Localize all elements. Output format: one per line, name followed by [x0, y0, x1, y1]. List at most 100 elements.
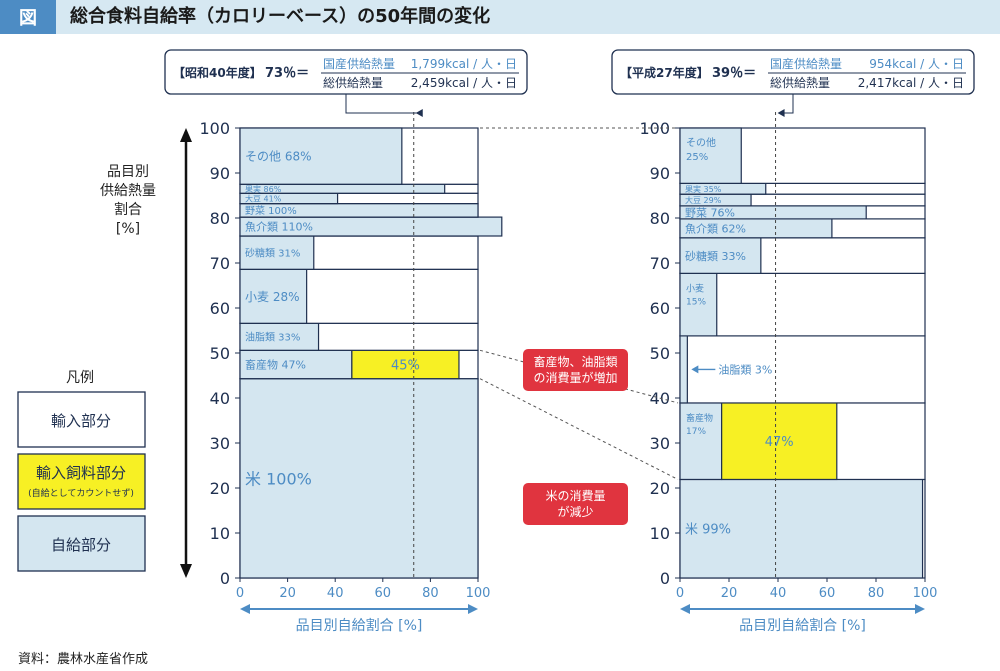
item-label-魚介類: 魚介類 110% — [245, 221, 313, 234]
item-label-小麦: 小麦 28% — [245, 290, 300, 304]
x-tick-label: 20 — [279, 586, 296, 601]
self-part-油脂類 — [679, 335, 688, 404]
item-label-米: 米 100% — [245, 469, 312, 488]
formula-1965-connector — [345, 94, 422, 114]
feed-label-畜産物: 45% — [391, 358, 420, 373]
x-tick-label: 100 — [913, 586, 938, 601]
x-tick-label: 60 — [375, 586, 392, 601]
self-part-砂糖類 — [239, 235, 315, 270]
feed-label-畜産物: 47% — [765, 435, 794, 450]
y-tick-label: 0 — [660, 569, 670, 588]
feed-part-畜産物 — [721, 402, 838, 481]
item-label-果実: 果実 86% — [245, 184, 282, 194]
callout-text: が減少 — [557, 504, 593, 519]
y-tick-label: 100 — [199, 119, 230, 138]
x-tick-label: 80 — [868, 586, 885, 601]
x-tick-label: 60 — [819, 586, 836, 601]
formula-2015-num-value: 954kcal / 人・日 — [869, 57, 964, 71]
x-axis-title: 品目別自給割合 [%] — [739, 617, 866, 634]
item-label-その他: その他 68% — [245, 150, 312, 164]
item-label-油脂類: 油脂類 33% — [245, 331, 300, 344]
panel-connector — [479, 378, 679, 480]
formula-1965-ratio: 73％＝ — [265, 66, 309, 81]
y-tick-label: 70 — [650, 254, 670, 273]
y-tick-label: 0 — [220, 569, 230, 588]
y-tick-label: 30 — [650, 434, 670, 453]
y-tick-label: 70 — [210, 254, 230, 273]
formula-2015-era: 【平成27年度】 — [620, 65, 709, 80]
legend-swatch — [17, 515, 146, 572]
legend-swatch — [17, 453, 146, 510]
item-value-小麦: 15% — [686, 297, 706, 307]
formula-2015-den-label: 総供給熱量 — [770, 76, 830, 90]
self-part-油脂類 — [239, 322, 320, 351]
item-label-魚介類: 魚介類 62% — [685, 223, 746, 236]
self-part-米 — [679, 478, 924, 579]
x-axis-title: 品目別自給割合 [%] — [296, 617, 423, 634]
item-label-油脂類: 油脂類 3% — [718, 362, 772, 376]
item-label-野菜: 野菜 76% — [685, 207, 735, 220]
y-tick-label: 90 — [210, 164, 230, 183]
formula-1965-den-label: 総供給熱量 — [323, 76, 383, 90]
y-axis-title-line: [%] — [116, 221, 140, 237]
item-label-畜産物: 畜産物 — [686, 412, 713, 424]
y-axis-arrow-down — [180, 564, 192, 578]
callout-text: 米の消費量 — [545, 488, 605, 503]
y-tick-label: 30 — [210, 434, 230, 453]
import-part-油脂類 — [679, 335, 926, 404]
self-part-畜産物 — [679, 402, 723, 481]
y-tick-label: 20 — [650, 479, 670, 498]
mosaic-panel-2 — [675, 112, 926, 614]
y-axis-title-line: 割合 — [114, 201, 142, 218]
item-label-畜産物: 畜産物 47% — [245, 358, 306, 372]
x-tick-label: 40 — [327, 586, 344, 601]
x-tick-label: 40 — [770, 586, 787, 601]
y-tick-label: 40 — [210, 389, 230, 408]
formula-1965-den-value: 2,459kcal / 人・日 — [411, 76, 517, 90]
item-label-大豆: 大豆 41% — [245, 193, 282, 203]
legend-swatch — [17, 391, 146, 448]
item-label-砂糖類: 砂糖類 33% — [685, 249, 746, 263]
x-axis-arrow-left — [680, 604, 690, 614]
formula-2015-connector-arrow — [777, 109, 785, 117]
callout-badge — [523, 349, 628, 391]
item-label-果実: 果実 35% — [685, 184, 722, 194]
item-label-大豆: 大豆 29% — [685, 195, 722, 205]
formula-2015-connector — [783, 94, 794, 114]
y-tick-label: 90 — [650, 164, 670, 183]
y-tick-label: 50 — [650, 344, 670, 363]
item-label-野菜: 野菜 100% — [245, 205, 297, 217]
source-note: 資料：農林水産省作成 — [18, 652, 149, 667]
item-label-米: 米 99% — [685, 523, 731, 538]
callout-text: 畜産物、油脂類 — [533, 354, 617, 369]
legend-sublabel: (自給としてカウントせず) — [28, 487, 134, 499]
item-label-その他: その他 — [686, 136, 716, 149]
y-tick-label: 10 — [650, 524, 670, 543]
legend-label: 輸入飼料部分 — [36, 464, 126, 482]
formula-1965-num-label: 国産供給熱量 — [323, 56, 395, 71]
y-tick-label: 20 — [210, 479, 230, 498]
x-axis-arrow-right — [468, 604, 478, 614]
x-tick-label: 20 — [721, 586, 738, 601]
x-tick-label: 80 — [422, 586, 439, 601]
y-axis-title-line: 供給熱量 — [100, 183, 156, 199]
self-part-小麦 — [239, 268, 308, 324]
mosaic-panel-1 — [235, 112, 503, 614]
x-tick-label: 0 — [676, 586, 684, 601]
formula-1965-num-value: 1,799kcal / 人・日 — [411, 57, 517, 71]
figure-title: 総合食料自給率（カロリーベース）の50年間の変化 — [70, 6, 491, 27]
y-axis-arrow-up — [180, 128, 192, 142]
formula-1965-connector-arrow — [415, 109, 423, 117]
oil-pointer-arrow — [691, 365, 699, 374]
item-value-畜産物: 17% — [686, 427, 706, 437]
formula-2015-num-label: 国産供給熱量 — [770, 56, 842, 71]
legend-label: 自給部分 — [51, 536, 111, 554]
y-tick-label: 60 — [650, 299, 670, 318]
x-axis-arrow-left — [240, 604, 250, 614]
title-bar: 図 総合食料自給率（カロリーベース）の50年間の変化 — [0, 0, 1000, 34]
figure-tag: 図 — [0, 0, 56, 34]
formula-1965-era: 【昭和40年度】 — [173, 65, 262, 80]
y-axis-title-line: 品目別 — [107, 164, 149, 180]
y-tick-label: 60 — [210, 299, 230, 318]
